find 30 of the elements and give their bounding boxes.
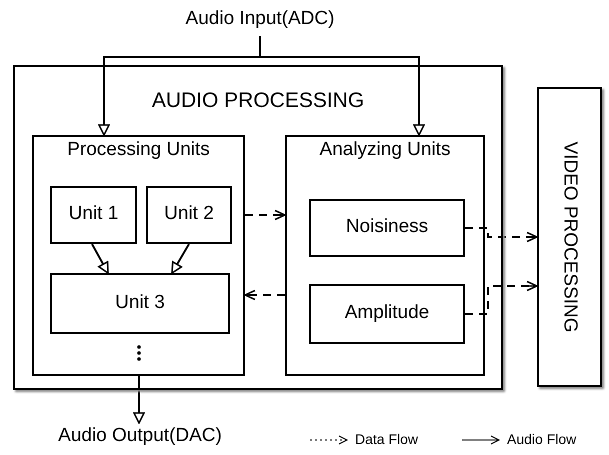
container-box [13,65,503,390]
process-box [50,273,230,334]
process-box [50,186,137,244]
box-label: Unit 3 [114,292,166,314]
arrow [91,244,109,274]
box-label: VIDEO PROCESSING [558,141,580,333]
box-label: Processing Units [66,139,211,161]
dashed-arrow [465,280,538,315]
arrow [171,244,190,274]
group-box [32,135,245,376]
process-box [309,284,465,344]
arrow [259,36,425,136]
box-label: Unit 2 [163,203,215,225]
box-label: Unit 1 [68,203,120,225]
dashed-arrow [244,290,285,300]
box-label: Analyzing Units [318,139,452,161]
process-box [146,186,232,244]
group-box [285,135,485,376]
dashed-arrow [245,210,286,220]
box-label: AUDIO PROCESSING [150,89,366,113]
arrow [133,376,145,424]
box-label: Noisiness [344,216,430,238]
process-box [309,199,465,257]
input-label: Audio Input(ADC) [184,8,336,30]
process-box [537,87,602,387]
dashed-arrow [465,227,538,242]
box-label: Amplitude [344,302,430,324]
output-label: Audio Output(DAC) [57,425,223,447]
legend-label: Data Flow [355,431,418,447]
legend-label: Audio Flow [507,431,576,447]
